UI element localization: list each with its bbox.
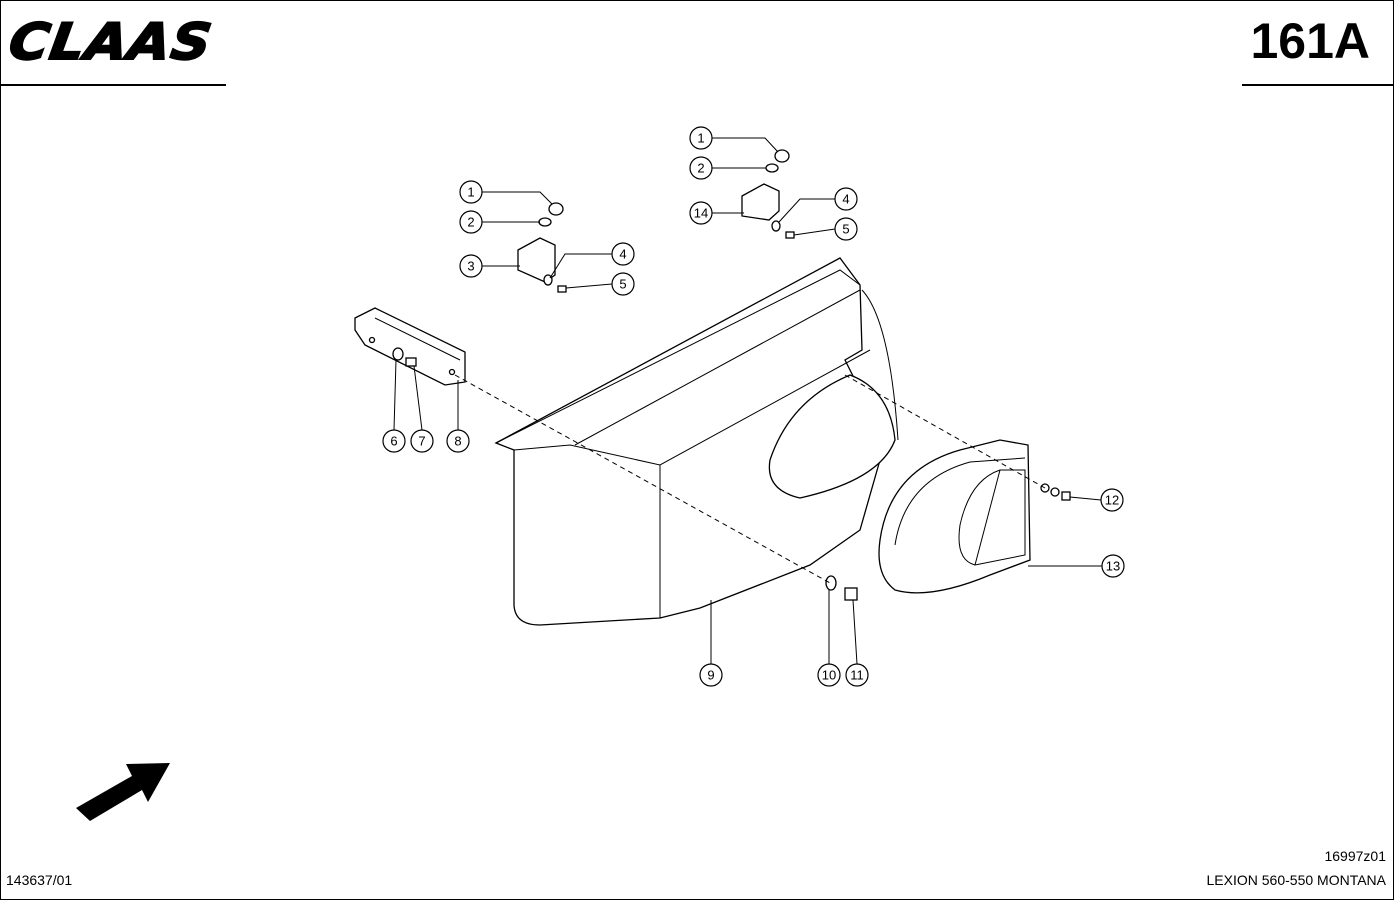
page-number: 161A (1250, 13, 1370, 69)
callout-6: 6 (382, 429, 406, 453)
svg-text:2: 2 (467, 215, 474, 230)
svg-text:10: 10 (822, 668, 836, 683)
callout-1: 1 (689, 126, 713, 150)
bracket (354, 307, 466, 386)
header-rule-left (0, 84, 226, 86)
svg-text:11: 11 (850, 668, 864, 683)
callout-3: 3 (459, 254, 483, 278)
svg-text:1: 1 (467, 185, 474, 200)
callout-8: 8 (446, 429, 470, 453)
latch-left (517, 202, 567, 293)
svg-text:9: 9 (707, 668, 714, 683)
callout-5: 5 (611, 272, 635, 296)
callout-12: 12 (1100, 488, 1124, 512)
belt-guard (878, 439, 1031, 594)
model-name: LEXION 560-550 MONTANA (1206, 872, 1386, 888)
header-rule-right (1242, 84, 1394, 86)
callout-14: 14 (689, 201, 713, 225)
drawing-id: 16997z01 (1324, 848, 1386, 864)
callout-9: 9 (699, 663, 723, 687)
svg-text:2: 2 (697, 161, 704, 176)
callout-4: 4 (834, 187, 858, 211)
doc-number: 143637/01 (6, 872, 73, 888)
callout-2: 2 (689, 156, 713, 180)
svg-text:3: 3 (467, 259, 474, 274)
callout-11: 11 (845, 663, 869, 687)
callout-5: 5 (834, 217, 858, 241)
callout-1: 1 (459, 180, 483, 204)
svg-text:14: 14 (694, 206, 708, 221)
svg-text:5: 5 (842, 222, 849, 237)
svg-text:5: 5 (619, 277, 626, 292)
latch-right (741, 149, 795, 239)
leader-lines (393, 137, 1102, 665)
callout-13: 13 (1101, 554, 1125, 578)
svg-text:4: 4 (842, 192, 849, 207)
callout-2: 2 (459, 210, 483, 234)
svg-text:13: 13 (1106, 559, 1120, 574)
svg-text:7: 7 (418, 434, 425, 449)
svg-text:6: 6 (390, 434, 397, 449)
callout-7: 7 (410, 429, 434, 453)
callout-10: 10 (817, 663, 841, 687)
svg-text:1: 1 (697, 131, 704, 146)
callout-4: 4 (611, 242, 635, 266)
svg-text:12: 12 (1105, 493, 1119, 508)
cover-panel (494, 257, 899, 626)
svg-text:4: 4 (619, 247, 626, 262)
arrow-up-right-icon (76, 763, 170, 821)
svg-text:8: 8 (454, 434, 461, 449)
